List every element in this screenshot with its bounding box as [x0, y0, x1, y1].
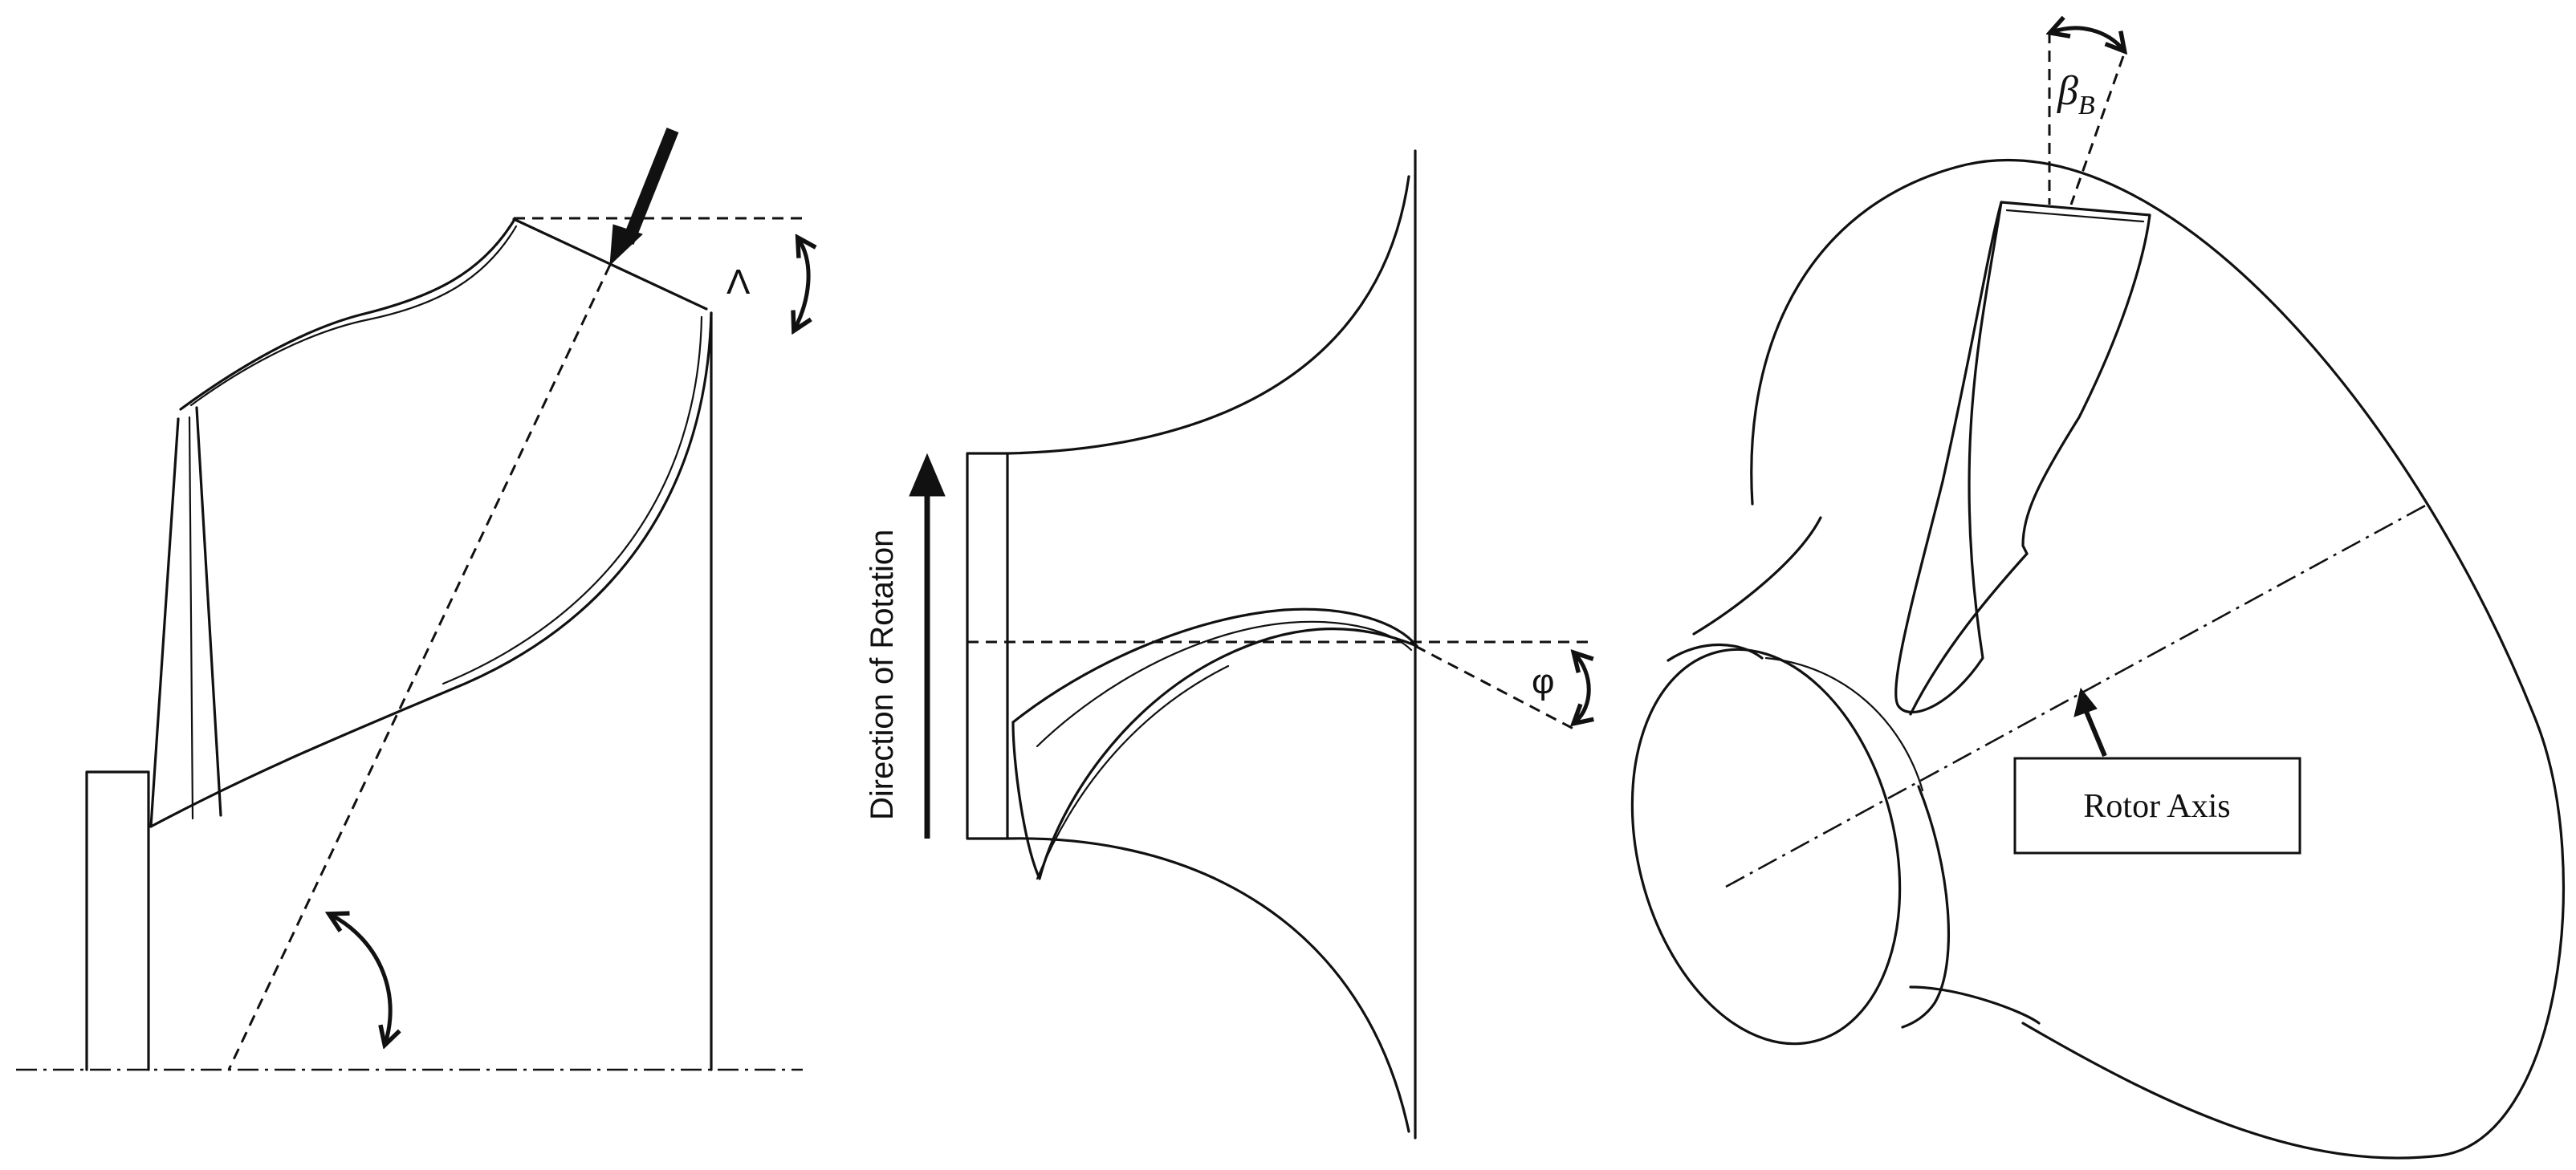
hub-front-face: [1630, 648, 1902, 1046]
rotor-blade-back: [2000, 201, 2151, 555]
lower-flare-curve: [1006, 837, 1410, 1133]
blade-tip-profile: [179, 219, 515, 411]
rotation-label: Direction of Rotation: [865, 530, 900, 820]
middle-blade-leading-inner: [1036, 664, 1230, 880]
cone-outline: [1750, 159, 2565, 1160]
hub-rectangle: [966, 452, 1009, 840]
rotor-axis-line: [1725, 502, 2429, 888]
blade-trailing-edge-inner: [442, 315, 703, 685]
flow-arrow: [621, 128, 679, 245]
blade-leading-edge-mid: [188, 416, 194, 820]
rotation-arrow-head: [909, 453, 946, 497]
blade-trailing-edge: [149, 311, 713, 828]
rotor-axis-pointer-head: [2073, 687, 2098, 717]
hub-cylinder-side: [1666, 643, 1951, 1029]
beta-symbol: βB: [2057, 68, 2095, 120]
lean-line: [1414, 644, 1574, 730]
rotor-axis-label-box: [2013, 757, 2301, 855]
hub-cylinder-rim: [1764, 656, 1924, 792]
rotor-blade-tip: [2005, 209, 2145, 223]
sweep-symbol: Λ: [726, 262, 751, 302]
blade-leading-edge: [149, 406, 222, 828]
rotor-blade-front: [1894, 201, 2003, 714]
middle-blade-inner: [1036, 620, 1413, 748]
hub-neck-lower: [1909, 985, 2041, 1025]
rotor-3d-view: Rotor Axis βB: [1630, 28, 2565, 1160]
upper-flare-curve: [1006, 175, 1410, 455]
middle-blade-outer: [1011, 607, 1418, 724]
bottom-angle-arrow: [331, 915, 390, 1043]
hub-neck-upper: [1692, 516, 1822, 636]
rotor-axis-label: Rotor Axis: [2083, 788, 2230, 825]
beta-reference-inclined: [2069, 55, 2125, 205]
flow-arrow-head: [609, 224, 643, 266]
middle-blade-leading: [1011, 628, 1418, 880]
lean-view: φ Direction of Rotation: [865, 149, 1589, 1140]
beta-angle-arrow: [2052, 28, 2123, 50]
rotor-axis-pointer: [2082, 706, 2107, 758]
sweep-view: Λ: [16, 128, 808, 1071]
sweep-line: [227, 264, 612, 1070]
sweep-angle-arrow: [795, 239, 808, 329]
rotor-blade-root: [1909, 552, 2029, 716]
blade-tip-profile-inner: [189, 225, 518, 407]
lean-angle-arrow: [1575, 654, 1589, 722]
lean-symbol: φ: [1532, 662, 1555, 701]
hub-step: [85, 770, 150, 1071]
